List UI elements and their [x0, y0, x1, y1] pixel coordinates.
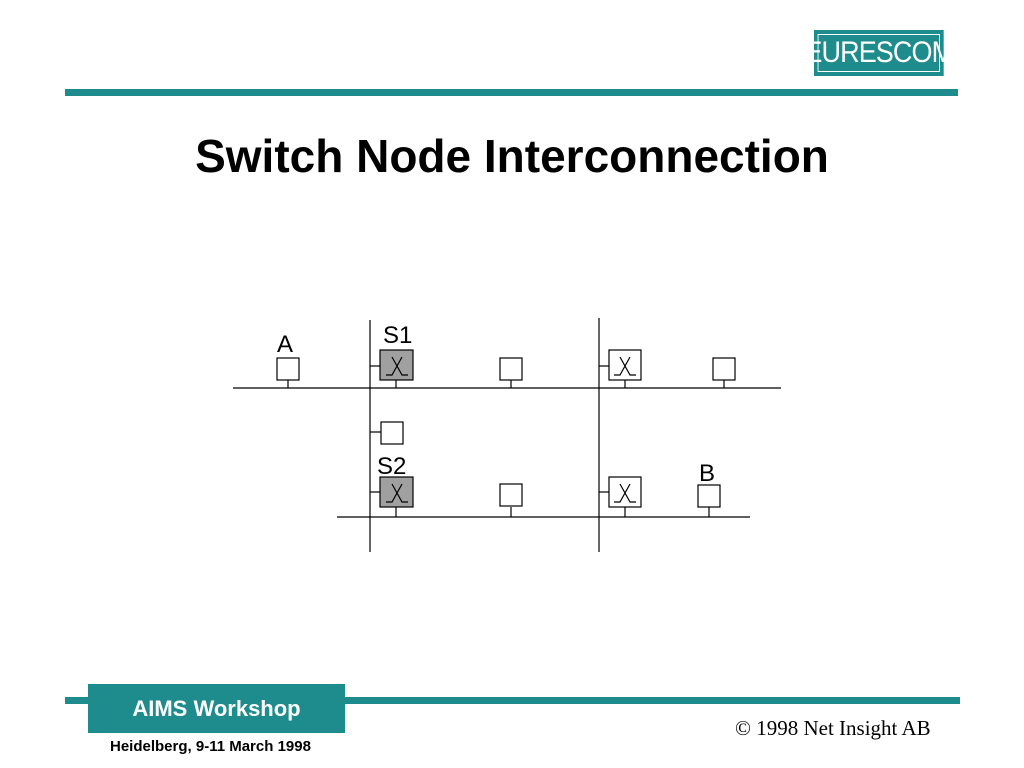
node-vertical-left [380, 421, 404, 445]
switch-s2 [379, 476, 414, 508]
event-location: Heidelberg, 9-11 March 1998 [110, 738, 311, 755]
header-rule [65, 89, 958, 96]
label-s2: S2 [377, 453, 406, 480]
logo-text: EURESCOM [804, 36, 954, 69]
switch-s1 [379, 349, 414, 381]
copyright-notice: © 1998 Net Insight AB [735, 716, 931, 740]
node-a [276, 357, 300, 381]
footer-rule [65, 697, 960, 704]
node-bottom-middle [499, 483, 523, 507]
switch-top-right [608, 349, 642, 381]
label-a: A [277, 331, 293, 358]
node-top-right [712, 357, 736, 381]
workshop-badge: AIMS Workshop [88, 684, 345, 733]
switch-bottom-right [608, 476, 642, 508]
label-s1: S1 [383, 322, 412, 349]
eurescom-logo: EURESCOM [804, 30, 954, 76]
workshop-label: AIMS Workshop [132, 695, 301, 721]
node-top-middle [499, 357, 523, 381]
page-title: Switch Node Interconnection [195, 130, 829, 182]
label-b: B [699, 460, 715, 487]
node-b [697, 484, 721, 508]
